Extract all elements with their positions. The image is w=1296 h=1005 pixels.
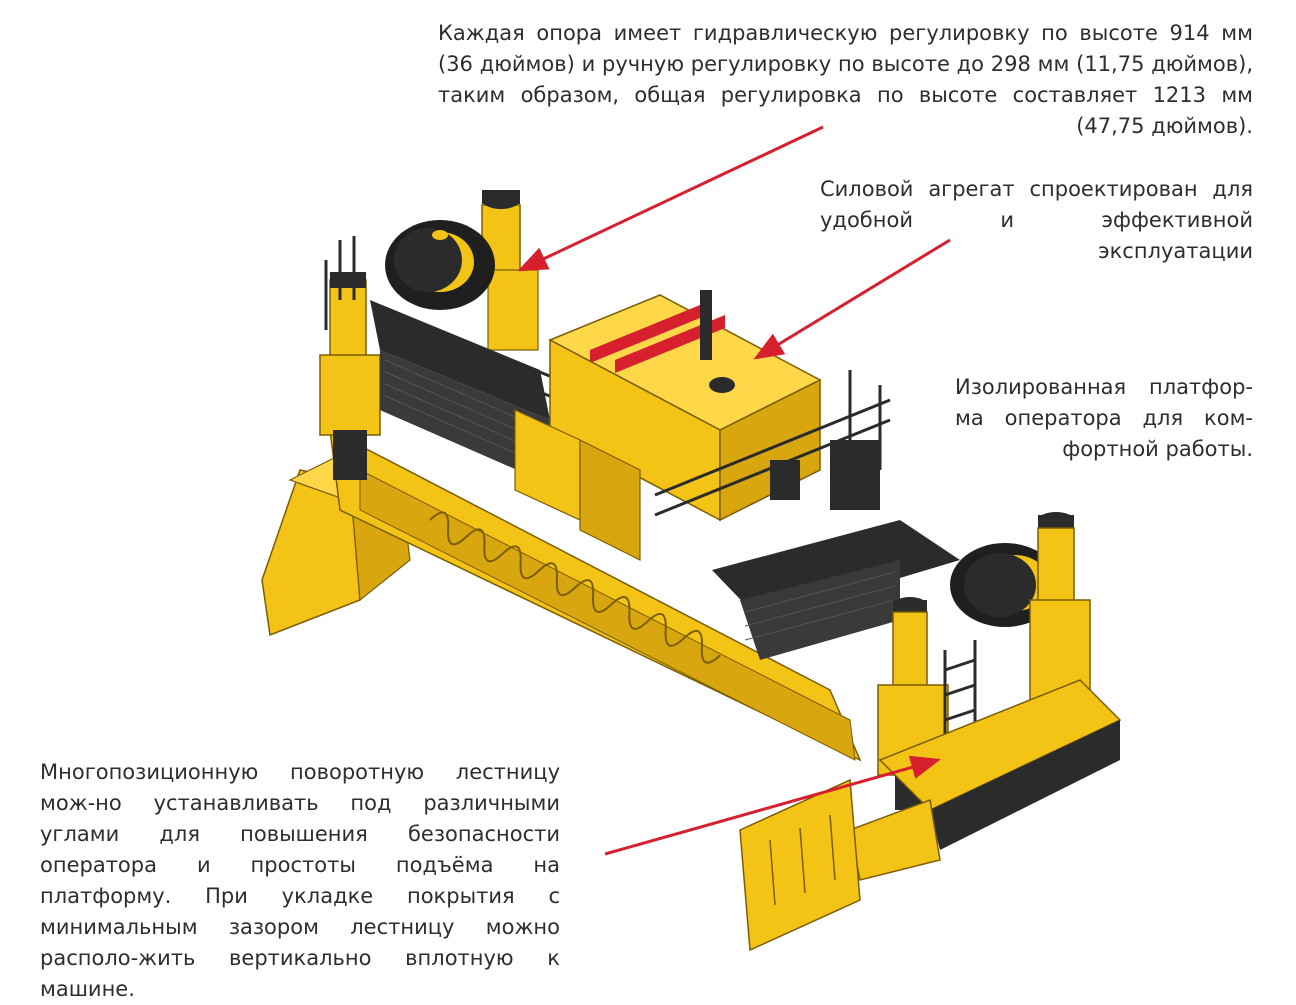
left-front-leg (319, 272, 381, 480)
arrow-height-adjustment (517, 125, 824, 272)
left-fuel-tank (385, 220, 495, 310)
right-platform (712, 520, 960, 660)
right-mouldboard (739, 778, 861, 952)
right-fuel-tank (950, 543, 1060, 627)
arrow-swing-ladder (604, 755, 941, 856)
power-unit (514, 290, 822, 561)
callout-power-unit: Силовой агрегат спроектирован для удобно… (820, 177, 1253, 263)
paver-illustration (261, 125, 1122, 952)
callout-operator-platform: Изолированная платфор-ма оператора для к… (955, 375, 1253, 461)
callout-swing-ladder: Многопозиционную поворотную лестницу мож… (40, 760, 560, 1001)
left-rear-leg (481, 190, 539, 351)
right-handrail (654, 370, 891, 517)
pointer-arrows (517, 125, 951, 856)
arrow-power-unit (753, 238, 951, 360)
callout-height-adjustment: Каждая опора имеет гидравлическую регули… (438, 21, 1253, 138)
right-rear-leg (1029, 512, 1091, 701)
auger (429, 511, 721, 664)
